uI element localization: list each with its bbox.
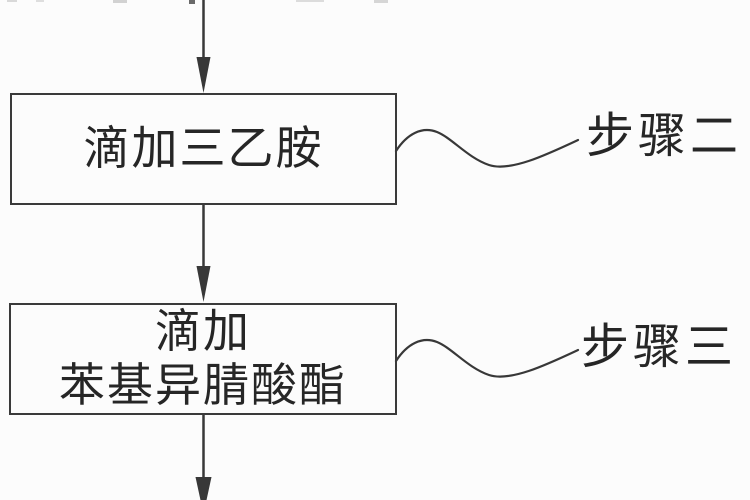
squiggle-connector-step3	[394, 338, 580, 378]
cropped-content-artifact	[7, 0, 388, 4]
process-box-step3: 滴加 苯基异腈酸酯	[9, 303, 397, 415]
arrowhead-down-icon	[196, 57, 211, 93]
bottom-flow-arrow	[195, 414, 212, 500]
step2-callout-label: 步骤二	[586, 110, 743, 163]
process-box-step3-text-line2: 苯基异腈酸酯	[59, 360, 347, 411]
process-box-step2: 滴加三乙胺	[10, 93, 397, 205]
step3-callout-label: 步骤三	[581, 321, 738, 374]
process-box-step2-text: 滴加三乙胺	[83, 123, 324, 174]
top-flow-arrow	[196, 0, 211, 93]
step2-to-step3-arrow	[196, 204, 211, 302]
squiggle-connector-step2	[394, 128, 580, 168]
arrowhead-down-icon	[195, 477, 212, 500]
arrowhead-down-icon	[196, 266, 211, 302]
process-box-step3-text-line1: 滴加	[155, 306, 251, 357]
